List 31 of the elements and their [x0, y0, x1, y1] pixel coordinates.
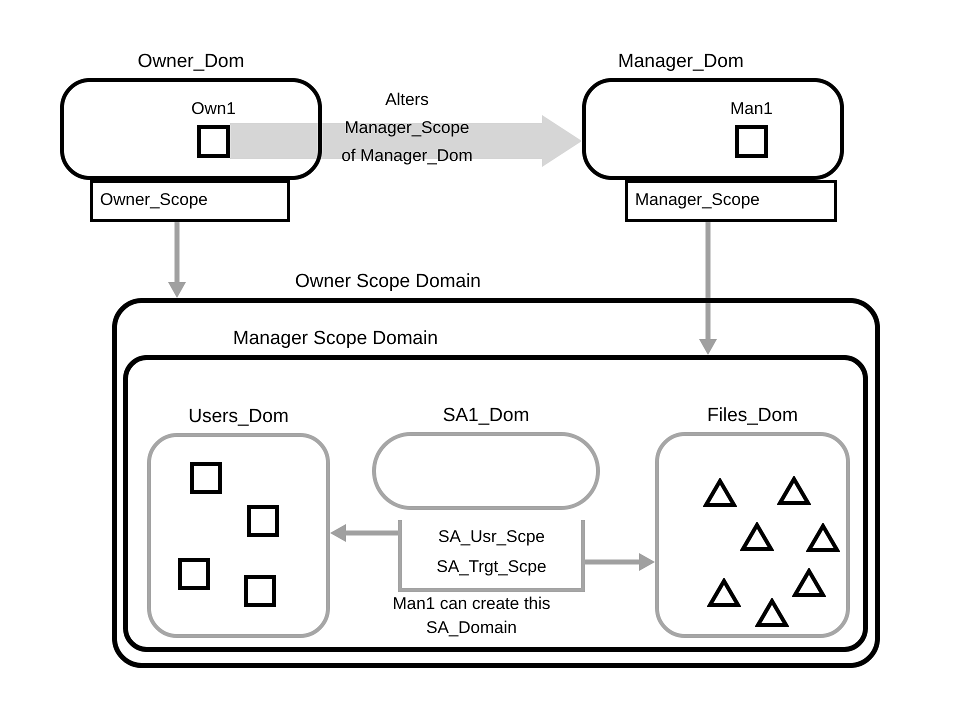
triangle-shape	[740, 522, 774, 552]
domain-title: Users_Dom	[188, 405, 289, 429]
scope-label: SA_Trgt_Scpe	[436, 556, 546, 578]
triangle-shape	[806, 523, 840, 553]
scope-box: Manager_Scope	[625, 180, 837, 222]
square-shape	[178, 558, 210, 590]
arrow	[699, 222, 717, 355]
triangle-shape	[792, 568, 826, 598]
square-shape	[190, 462, 222, 494]
domain-title: Owner_Dom	[138, 50, 244, 74]
arrow	[168, 222, 186, 298]
member-label: Own1	[190, 99, 237, 119]
arrow	[330, 524, 398, 542]
triangle-shape	[755, 598, 789, 628]
edge-label: Alters Manager_Scope of Manager_Dom	[340, 89, 474, 167]
domain-title: SA1_Dom	[442, 404, 530, 428]
square-shape	[247, 505, 279, 537]
triangle-shape	[777, 476, 811, 506]
domain-title: Manager Scope Domain	[233, 327, 438, 351]
scope-label: SA_Usr_Scpe	[438, 526, 545, 548]
domain-title: Files_Dom	[707, 404, 798, 428]
domain-title: Manager_Dom	[618, 50, 744, 74]
member-label: Man1	[729, 99, 774, 119]
arrow	[230, 115, 582, 167]
arrow	[585, 553, 655, 571]
triangle-shape	[707, 578, 741, 608]
scope-box: Owner_Scope	[90, 180, 290, 222]
square-shape	[244, 575, 276, 607]
domain-title: Owner Scope Domain	[295, 270, 481, 294]
note-text: Man1 can create this SA_Domain	[392, 593, 552, 639]
triangle-shape	[703, 478, 737, 508]
